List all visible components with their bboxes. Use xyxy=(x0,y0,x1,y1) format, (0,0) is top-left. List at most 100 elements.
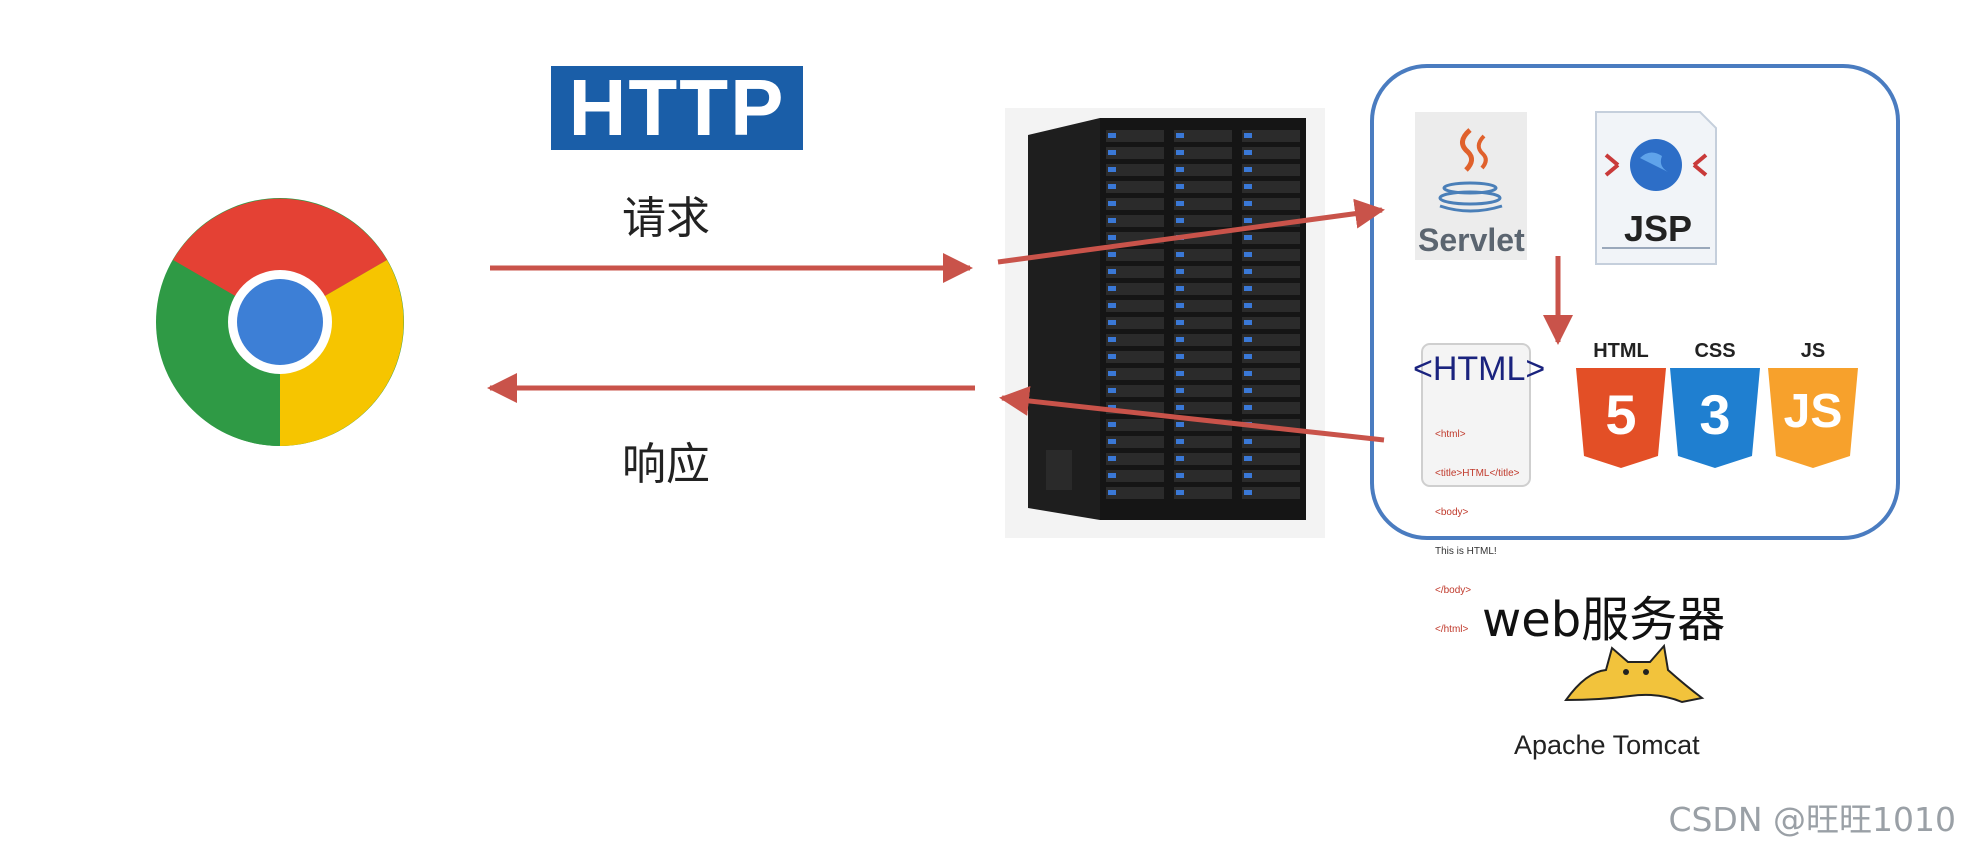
rack-unit xyxy=(1242,266,1300,278)
rack-unit xyxy=(1106,249,1164,261)
rack-unit xyxy=(1242,317,1300,329)
rack-led xyxy=(1176,150,1184,155)
rack-led xyxy=(1176,320,1184,325)
rack-led xyxy=(1176,490,1184,495)
rack-led xyxy=(1244,473,1252,478)
rack-unit xyxy=(1106,487,1164,499)
html5-badge-number: 5 xyxy=(1605,383,1637,446)
rack-unit xyxy=(1242,368,1300,380)
rack-unit xyxy=(1106,385,1164,397)
rack-led xyxy=(1176,405,1184,410)
rack-led xyxy=(1176,167,1184,172)
rack-led xyxy=(1244,388,1252,393)
rack-led xyxy=(1244,269,1252,274)
html-code-line: <title>HTML</title> xyxy=(1435,468,1520,479)
rack-unit xyxy=(1174,147,1232,159)
rack-led xyxy=(1244,405,1252,410)
rack-unit xyxy=(1106,419,1164,431)
rack-led xyxy=(1108,201,1116,206)
rack-led xyxy=(1244,337,1252,342)
rack-unit xyxy=(1242,164,1300,176)
rack-unit xyxy=(1106,198,1164,210)
rack-led xyxy=(1176,218,1184,223)
rack-unit xyxy=(1174,266,1232,278)
watermark: CSDN @旺旺1010 xyxy=(1668,800,1956,839)
html5-badge-title: HTML xyxy=(1593,340,1649,362)
rack-led xyxy=(1244,201,1252,206)
rack-led xyxy=(1176,201,1184,206)
rack-unit xyxy=(1106,147,1164,159)
rack-led xyxy=(1176,269,1184,274)
rack-unit xyxy=(1242,334,1300,346)
rack-led xyxy=(1244,184,1252,189)
html-code-line: </html> xyxy=(1435,624,1469,635)
rack-unit xyxy=(1106,317,1164,329)
rack-led xyxy=(1108,303,1116,308)
rack-unit xyxy=(1174,198,1232,210)
rack-unit xyxy=(1174,436,1232,448)
rack-unit xyxy=(1106,334,1164,346)
rack-unit xyxy=(1106,436,1164,448)
rack-led xyxy=(1244,320,1252,325)
rack-led xyxy=(1108,269,1116,274)
rack-led xyxy=(1108,320,1116,325)
rack-led xyxy=(1244,303,1252,308)
rack-unit xyxy=(1242,402,1300,414)
rack-led xyxy=(1176,456,1184,461)
rack-unit xyxy=(1174,487,1232,499)
html-code-line: <html> xyxy=(1435,429,1466,440)
rack-unit xyxy=(1242,470,1300,482)
rack-led xyxy=(1176,252,1184,257)
rack-led xyxy=(1108,167,1116,172)
rack-unit xyxy=(1242,385,1300,397)
rack-led xyxy=(1176,371,1184,376)
rack-unit xyxy=(1242,130,1300,142)
rack-unit xyxy=(1174,368,1232,380)
rack-led xyxy=(1244,150,1252,155)
rack-led xyxy=(1108,371,1116,376)
rack-unit xyxy=(1242,453,1300,465)
css3-badge-number: 3 xyxy=(1699,383,1731,446)
rack-led xyxy=(1176,473,1184,478)
rack-led xyxy=(1176,354,1184,359)
js-badge-icon xyxy=(1768,368,1858,468)
web-server-frame xyxy=(1370,64,1900,540)
rack-unit xyxy=(1174,181,1232,193)
rack-unit xyxy=(1106,215,1164,227)
rack-unit xyxy=(1174,351,1232,363)
rack-unit xyxy=(1242,147,1300,159)
request-label: 请求 xyxy=(622,193,710,244)
rack-led xyxy=(1176,388,1184,393)
html-card-code: <html> <title>HTML</title> <body> This i… xyxy=(1435,402,1519,649)
rack-unit xyxy=(1242,283,1300,295)
rack-unit xyxy=(1174,385,1232,397)
jsp-label: JSP xyxy=(1624,208,1693,249)
rack-unit xyxy=(1174,300,1232,312)
rack-led xyxy=(1244,167,1252,172)
tomcat-label: Apache Tomcat xyxy=(1514,730,1700,760)
rack-led xyxy=(1108,133,1116,138)
rack-unit xyxy=(1106,470,1164,482)
rack-unit xyxy=(1106,283,1164,295)
rack-led xyxy=(1108,354,1116,359)
rack-unit xyxy=(1174,334,1232,346)
js-badge-title: JS xyxy=(1800,340,1826,362)
rack-led xyxy=(1176,184,1184,189)
rack-unit xyxy=(1242,181,1300,193)
rack-led xyxy=(1108,235,1116,240)
rack-unit xyxy=(1174,453,1232,465)
html-code-line: This is HTML! xyxy=(1435,546,1497,557)
server-to-servlet-arrow xyxy=(997,198,1385,265)
rack-unit xyxy=(1106,368,1164,380)
rack-unit xyxy=(1106,266,1164,278)
rack-led xyxy=(1176,286,1184,291)
rack-led xyxy=(1176,133,1184,138)
rack-unit xyxy=(1242,232,1300,244)
rack-unit xyxy=(1174,215,1232,227)
rack-unit xyxy=(1106,181,1164,193)
rack-led xyxy=(1244,439,1252,444)
rack-led xyxy=(1108,388,1116,393)
rack-led xyxy=(1244,235,1252,240)
css3-badge-icon xyxy=(1670,368,1760,468)
